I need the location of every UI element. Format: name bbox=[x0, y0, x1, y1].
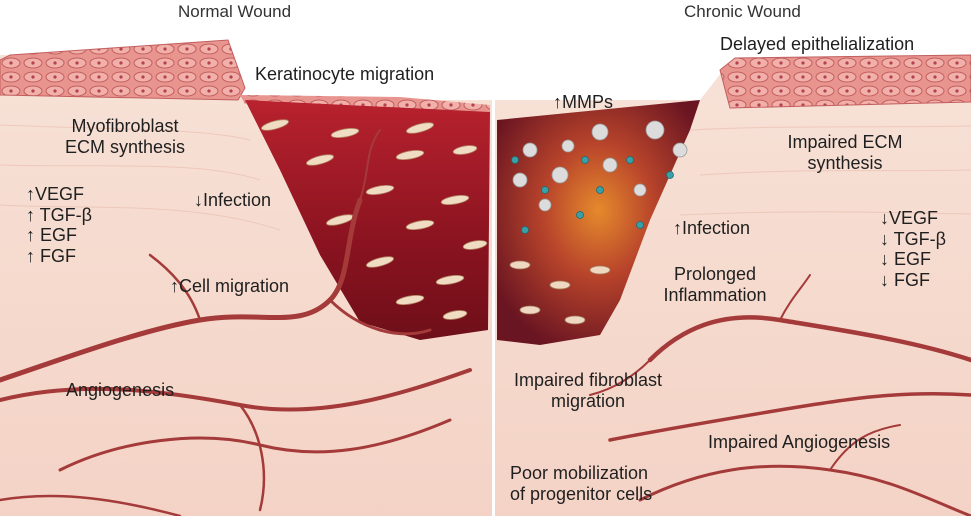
normal-blood-vessels bbox=[0, 129, 472, 516]
normal-wound-title: Normal Wound bbox=[178, 2, 292, 21]
prolonged-inflammation-label: Prolonged Inflammation bbox=[640, 264, 790, 305]
chronic-cells bbox=[509, 260, 611, 325]
poor-line-2: of progenitor cells bbox=[510, 483, 653, 504]
prolonged-line-2: Inflammation bbox=[663, 284, 767, 305]
angiogenesis-label: Angiogenesis bbox=[66, 380, 175, 400]
factor-tgf-down: ↓ TGF-β bbox=[880, 228, 947, 249]
myofibroblast-line-1: Myofibroblast bbox=[71, 116, 179, 136]
fibroblast-line-2: migration bbox=[550, 390, 626, 411]
panel-divider bbox=[492, 118, 495, 516]
factor-egf-down: ↓ EGF bbox=[880, 249, 932, 270]
chronic-blood-vessels bbox=[589, 274, 971, 516]
factor-egf: ↑ EGF bbox=[26, 225, 78, 246]
prolonged-line-1: Prolonged bbox=[673, 264, 757, 284]
chronic-wound-bed bbox=[497, 100, 700, 345]
chronic-growth-factors: ↓VEGF ↓ TGF-β ↓ EGF ↓ FGF bbox=[880, 208, 946, 291]
impaired-ecm-line-2: synthesis bbox=[807, 152, 883, 173]
factor-vegf-down: ↓VEGF bbox=[880, 208, 939, 228]
keratinocyte-label: Keratinocyte migration bbox=[255, 64, 435, 84]
factor-tgf: ↑ TGF-β bbox=[26, 204, 93, 225]
normal-epidermis bbox=[0, 39, 246, 101]
chronic-infection-label: ↑Infection bbox=[673, 218, 751, 238]
cell-migration-label: ↑Cell migration bbox=[170, 276, 290, 296]
myofibroblast-line-2: ECM synthesis bbox=[64, 136, 186, 157]
keratinocyte-layer bbox=[240, 95, 490, 112]
delayed-epithelialization-label: Delayed epithelialization bbox=[720, 34, 915, 54]
impaired-fibroblast-label: Impaired fibroblast migration bbox=[498, 370, 678, 411]
impaired-angiogenesis-label: Impaired Angiogenesis bbox=[708, 432, 891, 452]
impaired-ecm-line-1: Impaired ECM bbox=[787, 132, 903, 152]
fibroblast-line-1: Impaired fibroblast bbox=[513, 370, 663, 390]
poor-mobilization-label: Poor mobilization of progenitor cells bbox=[510, 463, 652, 504]
chronic-wound-title: Chronic Wound bbox=[684, 2, 801, 21]
normal-growth-factors: ↑VEGF ↑ TGF-β ↑ EGF ↑ FGF bbox=[26, 184, 92, 267]
myofibroblast-label: Myofibroblast ECM synthesis bbox=[40, 116, 210, 157]
normal-wound-bed bbox=[245, 100, 490, 340]
dermis-lines bbox=[0, 124, 971, 231]
poor-line-1: Poor mobilization bbox=[510, 463, 649, 483]
bacteria-clusters bbox=[512, 120, 688, 212]
chronic-epidermis bbox=[719, 54, 971, 109]
factor-fgf: ↑ FGF bbox=[26, 246, 76, 267]
factor-fgf-down: ↓ FGF bbox=[880, 270, 930, 291]
normal-infection-label: ↓Infection bbox=[194, 190, 272, 210]
migrating-cells bbox=[261, 119, 488, 320]
factor-vegf: ↑VEGF bbox=[26, 184, 85, 204]
mmps-label: ↑MMPs bbox=[553, 92, 613, 112]
impaired-ecm-label: Impaired ECM synthesis bbox=[770, 132, 920, 173]
inflammatory-cells bbox=[511, 156, 674, 234]
